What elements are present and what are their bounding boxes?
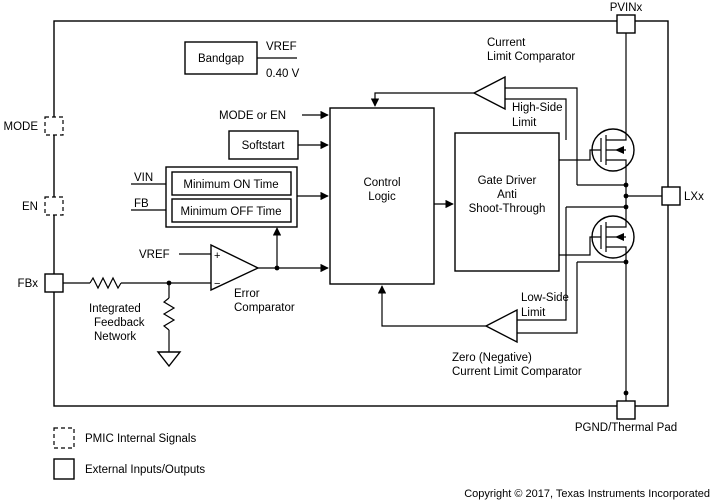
high-side-body-arrow [615, 146, 624, 154]
legend-external-swatch [53, 458, 75, 480]
lx-pin [661, 186, 681, 206]
fb-pin-label: FBx [18, 278, 39, 290]
legend-internal-label: PMIC Internal Signals [85, 433, 196, 445]
error-comparator [210, 243, 260, 292]
gate-driver-label-2: Anti [497, 189, 517, 201]
vref-in-label: VREF [139, 249, 170, 261]
zero-current-comparator [484, 308, 518, 344]
integrated-label-3: Network [94, 331, 136, 343]
bandgap-block [184, 41, 258, 75]
series-resistor [89, 276, 122, 290]
zero-label-1: Zero (Negative) [452, 352, 532, 364]
copyright-text: Copyright © 2017, Texas Instruments Inco… [464, 488, 710, 500]
en-pin-label: EN [22, 201, 38, 213]
control-logic-label-2: Logic [368, 191, 396, 203]
lx-dot-1 [623, 182, 629, 188]
current-limit-label-2: Limit Comparator [487, 51, 575, 63]
shunt-resistor [162, 297, 176, 331]
vref-value-label: 0.40 V [266, 68, 300, 80]
low-side-lx-sense-wire [517, 207, 567, 321]
high-side-gate-wire [559, 149, 601, 161]
low-side-source [606, 246, 627, 401]
lx-pin-label: LXx [684, 191, 704, 203]
min-on-label: Minimum ON Time [183, 179, 278, 191]
min-off-label: Minimum OFF Time [181, 206, 282, 218]
high-side-label-1: High-Side [512, 102, 563, 114]
integrated-label-1: Integrated [89, 303, 141, 315]
gate-driver-label-3: Shoot-Through [469, 203, 546, 215]
high-side-drain [606, 33, 627, 141]
integrated-label-2: Feedback [94, 317, 145, 329]
mode-or-en-label: MODE or EN [219, 110, 286, 122]
mode-pin [44, 116, 64, 136]
plus-sign: + [214, 250, 220, 262]
min-off-block [171, 198, 292, 223]
low-side-label-2: Limit [521, 307, 546, 319]
gate-driver-block [454, 132, 560, 272]
vin-label: VIN [134, 172, 153, 184]
en-pin [44, 196, 64, 216]
gate-driver-label-1: Gate Driver [478, 175, 537, 187]
legend-internal-swatch [53, 427, 75, 449]
low-side-gate-wire [559, 236, 601, 256]
ground-symbol [156, 351, 182, 368]
gnd-dot-1 [623, 259, 629, 265]
low-side-gnd-sense-wire [517, 262, 578, 334]
softstart-label: Softstart [242, 140, 286, 152]
vref-out-label: VREF [266, 41, 297, 53]
control-logic-block [329, 107, 435, 285]
high-side-source [606, 159, 627, 185]
pvin-sense-wire [505, 87, 578, 139]
current-limit-label-1: Current [487, 37, 526, 49]
pgnd-pin [616, 400, 636, 420]
fb-pin [44, 273, 64, 293]
high-side-sense-wire [505, 98, 567, 140]
pgnd-label: PGND/Thermal Pad [575, 422, 677, 434]
zero-to-control-wire [377, 285, 486, 327]
high-side-label-2: Limit [512, 117, 537, 129]
low-side-label-1: Low-Side [521, 292, 569, 304]
lx-dot-2 [623, 193, 629, 199]
current-limit-comparator [472, 75, 506, 111]
low-side-body-arrow [615, 233, 624, 241]
zero-label-2: Current Limit Comparator [452, 366, 582, 378]
pvin-pin [616, 14, 636, 34]
mode-pin-label: MODE [4, 121, 39, 133]
control-logic-label-1: Control [363, 177, 400, 189]
fb-label: FB [134, 198, 149, 210]
pvin-label: PVINx [610, 2, 643, 14]
low-side-drain [606, 217, 627, 228]
minus-sign: − [214, 278, 220, 290]
min-on-block [171, 171, 292, 196]
legend-external-label: External Inputs/Outputs [85, 464, 205, 476]
gnd-dot-2 [623, 390, 629, 396]
bandgap-label: Bandgap [198, 53, 244, 65]
error-label-2: Comparator [234, 302, 295, 314]
error-label-1: Error [234, 288, 260, 300]
current-limit-to-control-wire [370, 92, 474, 107]
